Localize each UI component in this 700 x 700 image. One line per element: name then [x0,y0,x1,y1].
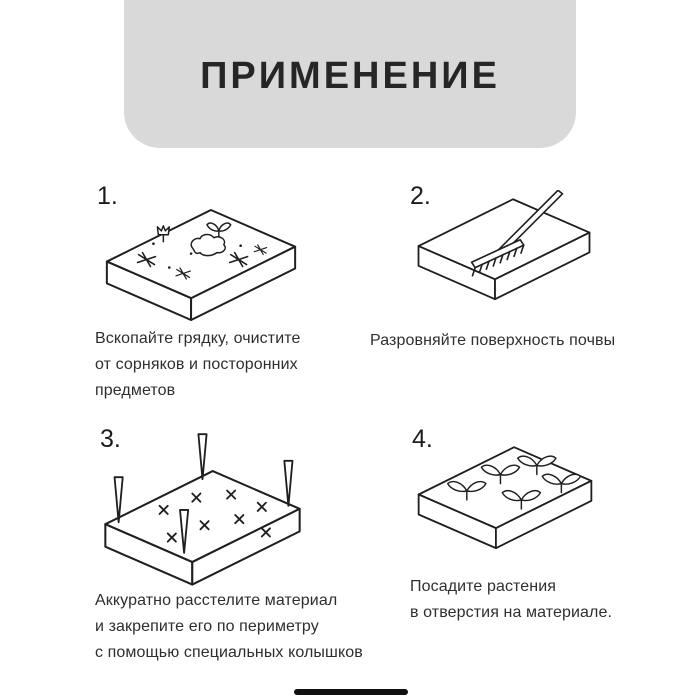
garden-bed-with-weeds-icon [105,209,297,322]
step-3-caption: Аккуратно расстелите материал и закрепит… [95,592,363,661]
step-4-number: 4. [412,425,433,453]
garden-bed-slab [105,209,297,322]
garden-bed-slab [417,446,593,550]
weed-flower [156,225,171,243]
soil-dots [152,242,242,269]
step-3-number: 3. [100,425,121,453]
step-2-caption: Разровняйте поверхность почвы [370,332,616,349]
fabric-cross-marks [158,489,271,543]
fixing-pegs [113,433,294,554]
step-1-caption: Вскопайте грядку, очистите от сорняков и… [95,330,301,399]
step-2-number: 2. [410,182,431,210]
rake-teeth [471,244,525,277]
step-4-caption: Посадите растения в отверстия на материа… [410,578,612,621]
weeds-group [136,244,268,280]
plants-in-bed-icon [417,446,593,550]
soil-patch [190,233,226,257]
step-1-number: 1. [97,182,118,210]
covered-bed-with-pegs-icon [104,433,301,586]
page-title: ПРИМЕНЕНИЕ [200,54,500,97]
plants-group [447,455,582,510]
rake-on-bed-icon [417,190,591,301]
home-indicator-bar [294,689,408,695]
header-panel: ПРИМЕНЕНИЕ [124,0,576,148]
